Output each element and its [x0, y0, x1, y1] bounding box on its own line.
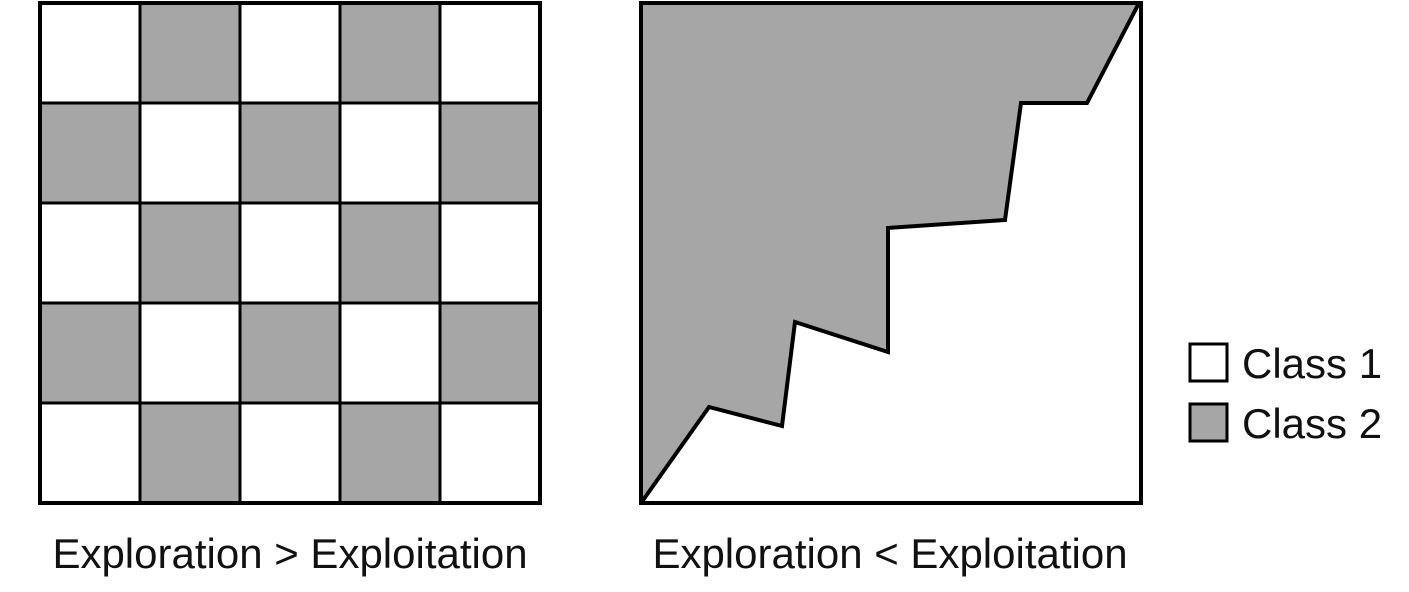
grid-cell-class-1	[38, 1, 142, 105]
grid-cell-class-2	[138, 1, 242, 105]
grid-cell-class-1	[438, 401, 542, 505]
grid-cell-class-2	[338, 201, 442, 305]
grid-cell-class-1	[38, 401, 142, 505]
staircase-panel	[639, 1, 1143, 505]
grid-cell-class-1	[138, 301, 242, 405]
grid-cell-class-1	[38, 201, 142, 305]
caption-right: Exploration < Exploitation	[652, 530, 1127, 577]
checkerboard-frame	[38, 1, 542, 505]
legend-label-class-2: Class 2	[1242, 400, 1382, 447]
grid-cell-class-2	[38, 101, 142, 205]
grid-cell-class-1	[438, 201, 542, 305]
grid-cell-class-2	[138, 401, 242, 505]
grid-cell-class-1	[438, 1, 542, 105]
legend-swatch-class-2	[1188, 402, 1229, 443]
staircase-frame	[639, 1, 1143, 505]
caption-left: Exploration > Exploitation	[52, 530, 527, 577]
decision-boundary	[639, 2, 1141, 505]
grid-cell-class-1	[238, 201, 342, 305]
grid-cell-class-1	[338, 301, 442, 405]
legend: Class 1 Class 2	[1188, 340, 1382, 447]
grid-cell-class-2	[38, 301, 142, 405]
grid-cell-class-2	[238, 301, 342, 405]
class-2-region	[641, 3, 1139, 503]
legend-label-class-1: Class 1	[1242, 340, 1382, 387]
grid-cell-class-1	[338, 101, 442, 205]
grid-cell-class-1	[238, 401, 342, 505]
grid-cell-class-1	[238, 1, 342, 105]
grid-cell-class-2	[138, 201, 242, 305]
grid-cell-class-2	[438, 101, 542, 205]
legend-swatch-class-1	[1188, 342, 1229, 383]
grid-cell-class-2	[438, 301, 542, 405]
grid-cell-class-2	[238, 101, 342, 205]
grid-cell-class-2	[338, 401, 442, 505]
checkerboard-panel	[38, 1, 542, 505]
grid-cell-class-1	[138, 101, 242, 205]
grid-cell-class-2	[338, 1, 442, 105]
